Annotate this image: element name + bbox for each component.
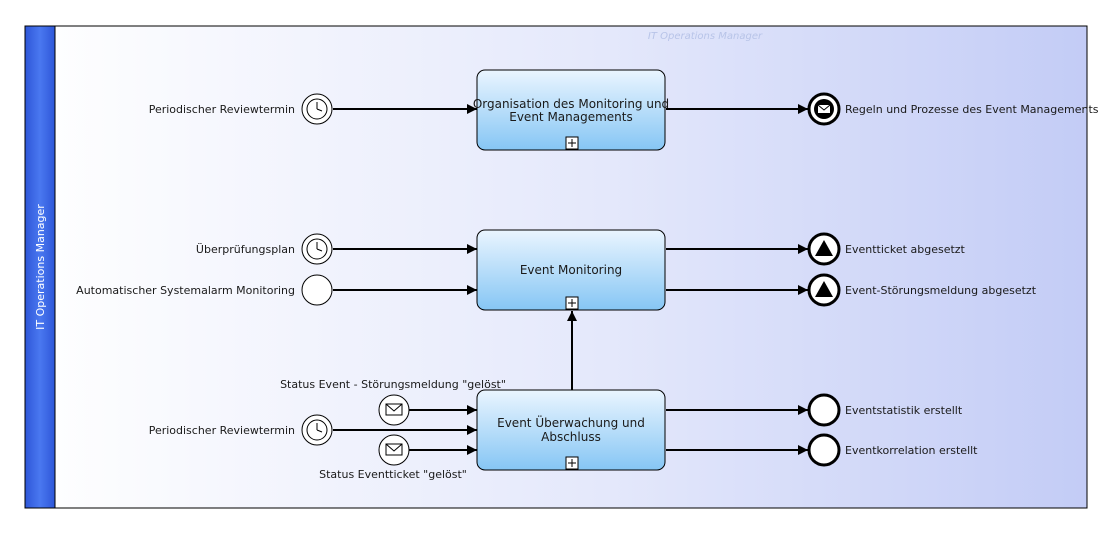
task-monitoring[interactable]: Event Monitoring (476, 229, 666, 311)
task-label: Organisation des Monitoring und (473, 97, 669, 111)
timer-icon (306, 98, 328, 120)
escalation-icon (815, 281, 833, 297)
event-label: Eventticket abgesetzt (845, 243, 966, 256)
event-label: Eventkorrelation erstellt (845, 444, 978, 457)
timer-icon (306, 419, 328, 441)
message-filled-icon (814, 99, 834, 119)
end-event-ticket[interactable]: Eventticket abgesetzt (807, 232, 966, 266)
end-event-regeln[interactable]: Regeln und Prozesse des Event Management… (807, 92, 1099, 126)
task-label: Event Managements (509, 110, 633, 124)
escalation-icon (815, 240, 833, 256)
timer-icon (306, 238, 328, 260)
event-label: Status Event - Störungsmeldung "gelöst" (280, 378, 506, 391)
task-ueberwachung[interactable]: Event Überwachung und Abschluss (476, 389, 666, 471)
end-event-stoerung[interactable]: Event-Störungsmeldung abgesetzt (807, 273, 1037, 307)
subprocess-marker-icon[interactable] (565, 296, 579, 310)
intermediate-event-stoerung-geloest[interactable]: Status Event - Störungsmeldung "gelöst" (280, 378, 506, 426)
sequence-flows (333, 104, 808, 455)
event-label: Periodischer Reviewtermin (149, 424, 295, 437)
subprocess-marker-icon[interactable] (565, 136, 579, 150)
end-event-korrelation[interactable]: Eventkorrelation erstellt (807, 433, 978, 467)
event-label: Überprüfungsplan (196, 243, 295, 256)
event-label: Status Eventticket "gelöst" (319, 468, 467, 481)
lane-label: IT Operations Manager (34, 204, 47, 330)
task-label: Abschluss (541, 430, 601, 444)
event-label: Event-Störungsmeldung abgesetzt (845, 284, 1037, 297)
lane-header[interactable] (24, 25, 56, 509)
task-organisation[interactable]: Organisation des Monitoring und Event Ma… (473, 69, 669, 151)
envelope-icon (385, 403, 403, 416)
end-event-statistik[interactable]: Eventstatistik erstellt (807, 393, 963, 427)
intermediate-event-ticket-geloest[interactable]: Status Eventticket "gelöst" (319, 434, 467, 481)
pool-watermark: IT Operations Manager (648, 31, 763, 42)
event-label: Periodischer Reviewtermin (149, 103, 295, 116)
start-event-plan[interactable]: Überprüfungsplan (196, 233, 333, 265)
task-label: Event Monitoring (520, 263, 622, 277)
event-label: Automatischer Systemalarm Monitoring (76, 284, 295, 297)
start-event-review2[interactable]: Periodischer Reviewtermin (149, 414, 333, 446)
subprocess-marker-icon[interactable] (565, 456, 579, 470)
start-event-review1[interactable]: Periodischer Reviewtermin (149, 93, 333, 125)
event-label: Regeln und Prozesse des Event Management… (845, 103, 1099, 116)
envelope-icon (385, 443, 403, 456)
task-label: Event Überwachung und (497, 414, 645, 430)
event-label: Eventstatistik erstellt (845, 404, 963, 417)
start-event-alarm[interactable]: Automatischer Systemalarm Monitoring (76, 274, 333, 306)
